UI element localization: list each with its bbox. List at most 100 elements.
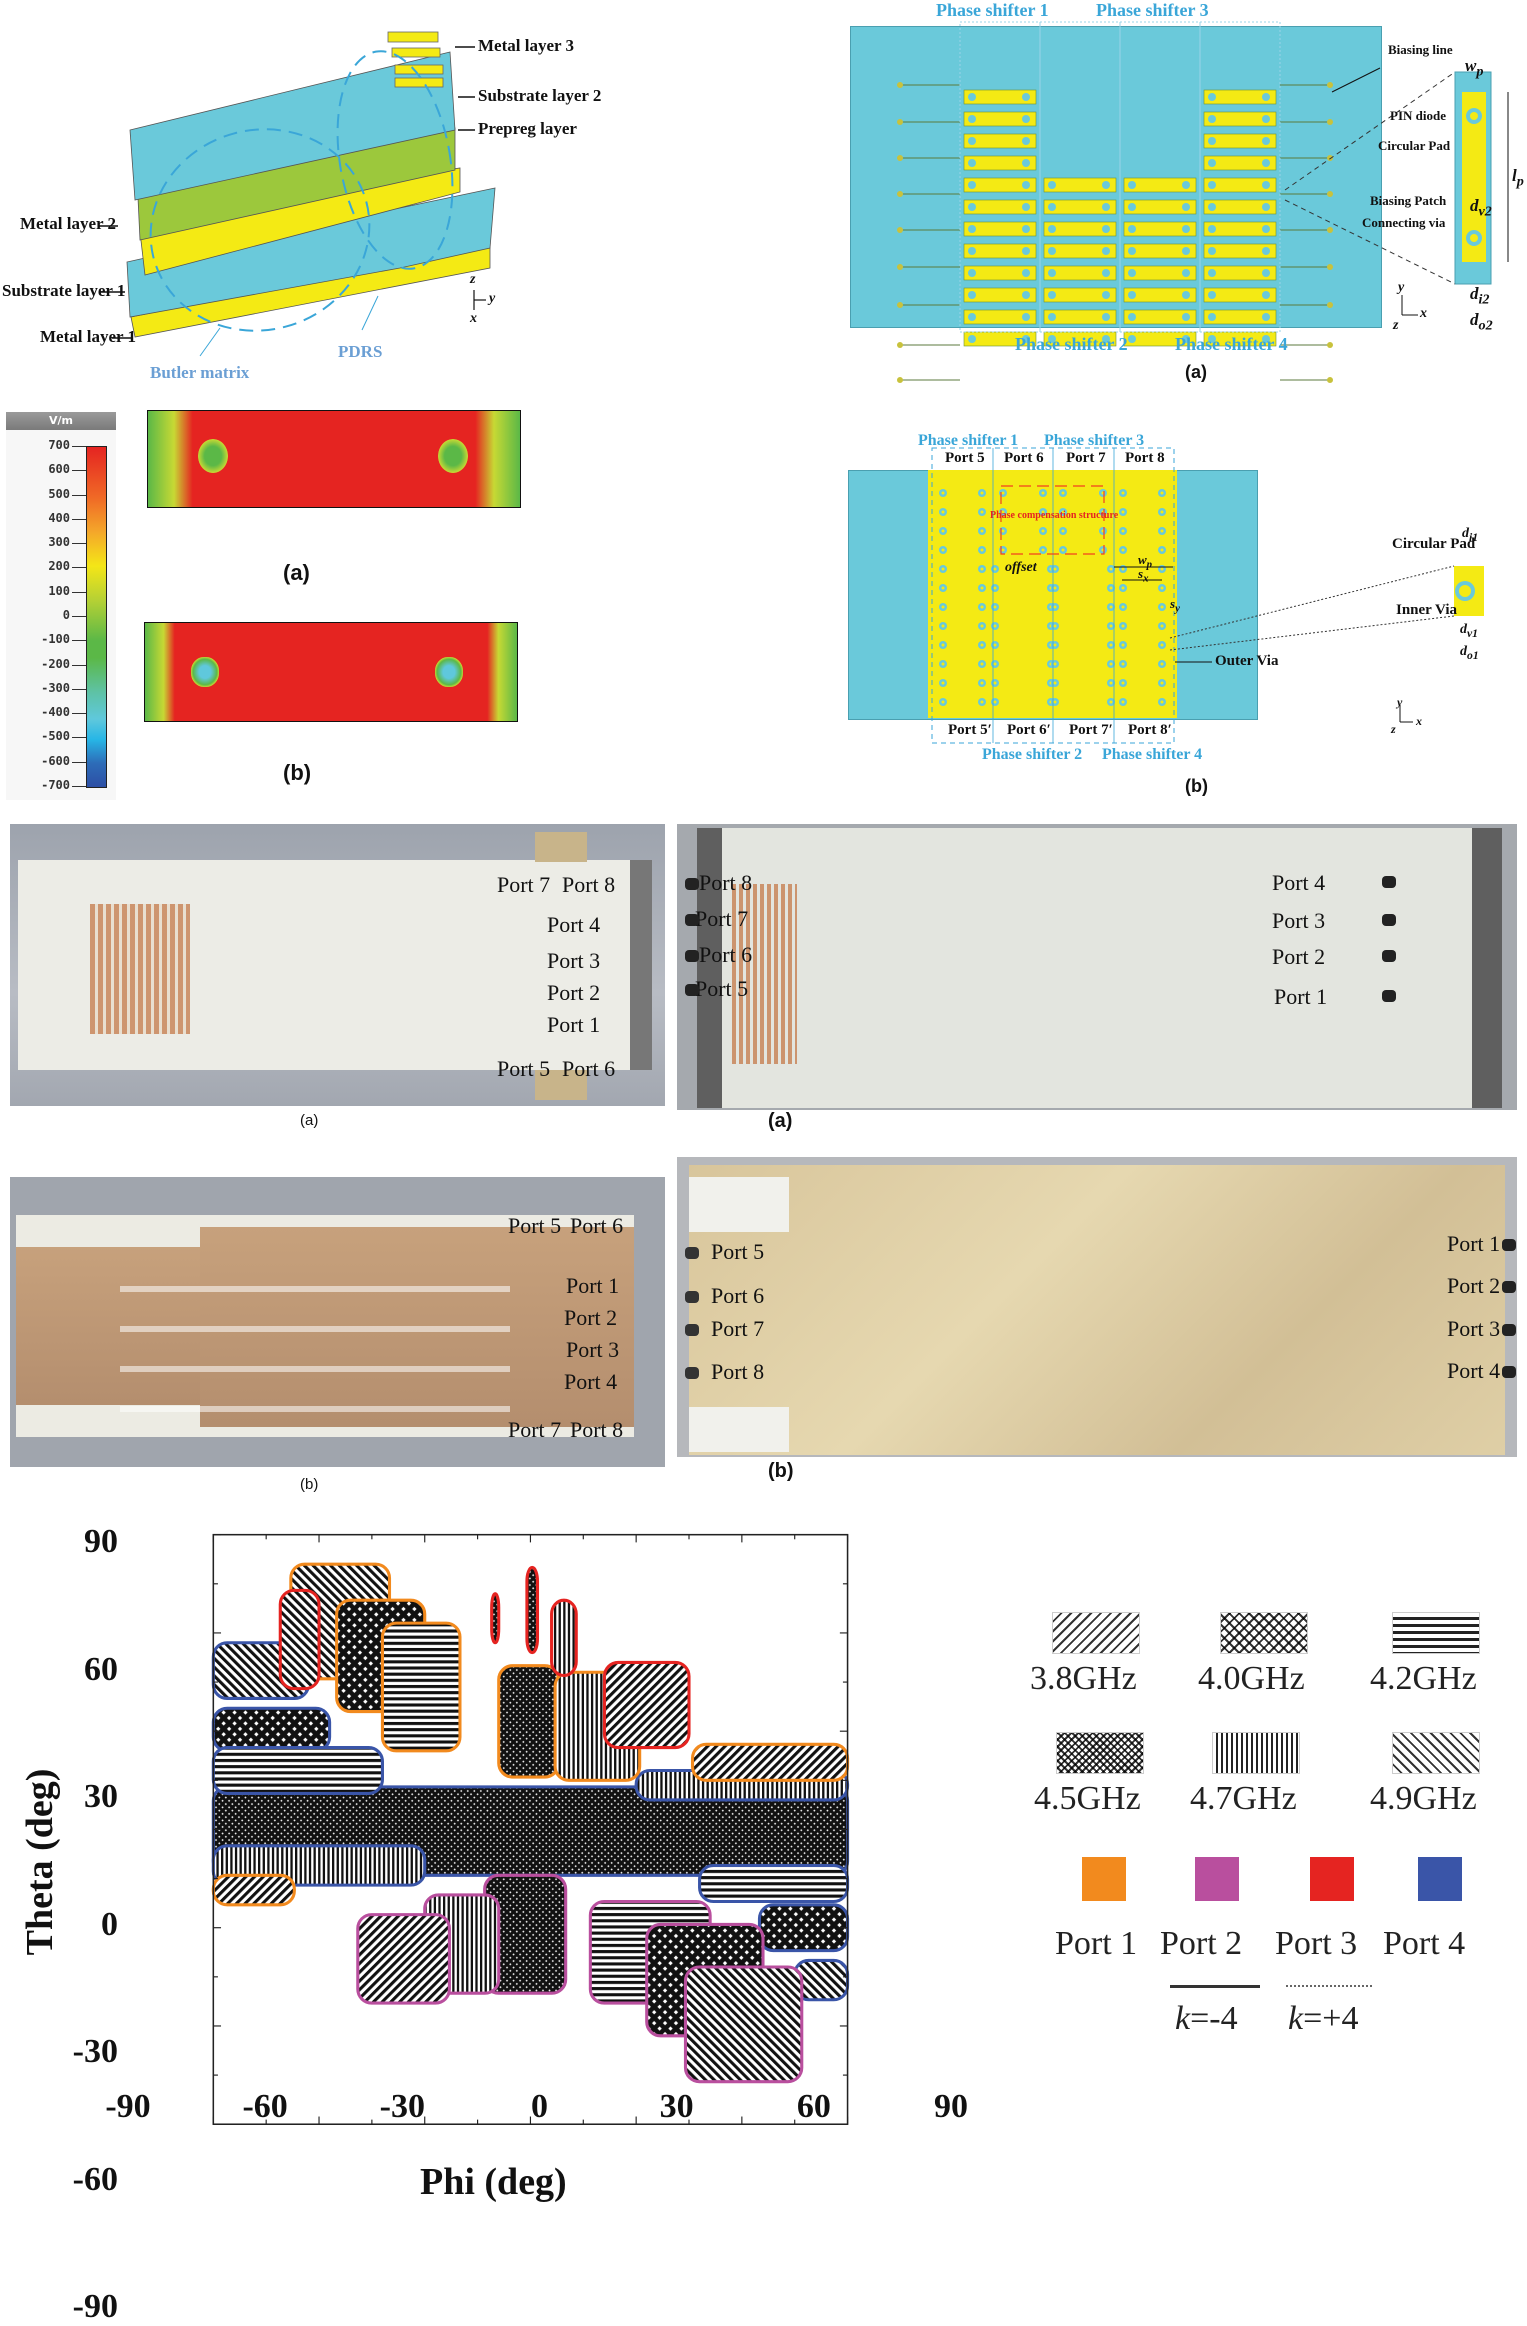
y-tick-label: 60 (84, 1650, 118, 1688)
port-label: Port 3 (1447, 1316, 1501, 1341)
y-tick-label: -30 (72, 2033, 118, 2070)
port-5-label: Port 5 (508, 1213, 562, 1238)
pattern-swatch-icon (1392, 1612, 1480, 1654)
port-7-label: Port 7 (497, 872, 551, 897)
port-8-label: Port 8 (570, 1417, 624, 1442)
colorbar-tick-mark (72, 786, 86, 787)
frequency-label: 3.8GHz (1030, 1660, 1137, 1697)
coverage-region (525, 1565, 540, 1655)
port-6-label: Port 6 (570, 1213, 624, 1238)
port-label: Port 4 (1272, 870, 1326, 895)
y-axis-label: Theta (deg) (19, 1768, 61, 1956)
colorbar-tick-mark (72, 713, 86, 715)
phase-shifter-bottom-view-b: Phase shifter 1 Phase shifter 3 Phase sh… (840, 400, 1527, 800)
coverage-region (211, 1746, 384, 1795)
frequency-label: 4.0GHz (1198, 1660, 1305, 1697)
coverage-region (683, 1965, 804, 2084)
di2-dimension-label: di2 (1470, 284, 1490, 308)
sma-connector-icon (1382, 950, 1396, 962)
x-tick-label: 60 (796, 2088, 831, 2125)
biasing-patch-label: Biasing Patch (1370, 193, 1447, 208)
dc-bias-area-bottom (689, 1407, 789, 1452)
pattern-swatch-icon (1052, 1612, 1140, 1654)
x-tick-label: -90 (105, 2088, 151, 2125)
port-label: Port 1 (1447, 1231, 1501, 1256)
colorbar-tick-label: 0 (62, 608, 70, 622)
prototype-photo-bottom-b: Port 5 Port 6 Port 1 Port 2 Port 3 Port … (10, 1177, 665, 1467)
sma-connector-icon (1382, 876, 1396, 888)
outer-via-label: Outer Via (1215, 653, 1279, 669)
y-tick-label: -60 (72, 2160, 118, 2198)
sma-connector-icon (1502, 1281, 1516, 1293)
axis-y-label: y (489, 291, 496, 306)
field-hotspot-right (435, 657, 463, 687)
layer-stack-drawing (98, 31, 496, 357)
sma-connector-icon (685, 878, 699, 890)
lp-dimension-label: lp (1512, 166, 1524, 190)
substrate-layer-1-label: Substrate layer 1 (2, 281, 126, 300)
phase-shifter-pattern (732, 884, 797, 1064)
port-label: Port 7 (711, 1316, 765, 1341)
port-label: Port 8 (711, 1359, 765, 1384)
colorbar-tick-mark (72, 640, 86, 642)
field-hotspot-right (438, 439, 468, 473)
port-label: Port 6′ (1007, 722, 1051, 738)
metal-frame-left (697, 828, 722, 1108)
field-map-a (147, 410, 521, 508)
colorbar-tick-mark (72, 688, 86, 690)
photo-caption-top-right: (a) (768, 1110, 793, 1132)
colorbar-tick-mark (72, 494, 86, 496)
biasing-line-label: Biasing line (1388, 42, 1453, 57)
x-tick-label: 90 (934, 2088, 968, 2125)
port-label: Port 7 (695, 906, 749, 931)
dc-bias-area-top (689, 1177, 789, 1232)
x-tick-label: -30 (379, 2088, 425, 2125)
metal-layer-2-label: Metal layer 2 (20, 214, 116, 233)
ground-plane (928, 470, 1177, 718)
x-tick-label: 0 (531, 2088, 548, 2125)
phase-shifter-3-label: Phase shifter 3 (1096, 0, 1209, 20)
port-label: Port 4 (1383, 1925, 1466, 1962)
prototype-photo-top-a: Port 7 Port 8 Port 4 Port 3 Port 2 Port … (10, 824, 665, 1106)
port-label: Port 3 (1275, 1925, 1358, 1962)
colorbar-tick-mark (72, 567, 86, 569)
photo-caption-bottom-left: (b) (300, 1476, 319, 1493)
wp-dimension-label: wp (1465, 56, 1484, 80)
colorbar-tick-label: 700 (48, 438, 70, 452)
coverage-region (698, 1863, 850, 1904)
colorbar-tick-mark (72, 737, 86, 739)
phase-shifter-grid-drawing (897, 21, 1509, 383)
port-label: Port 5 (945, 450, 985, 466)
circular-pad-label: Circular Pad (1392, 536, 1476, 552)
colorbar-tick-label: -400 (41, 705, 70, 720)
sma-connector-icon (1502, 1366, 1516, 1378)
sma-connector-icon (1382, 914, 1396, 926)
port-color-swatch (1418, 1857, 1462, 1901)
field-hotspot-left (198, 439, 228, 473)
phase-shifter-1-label: Phase shifter 1 (918, 432, 1019, 449)
y-tick-label: 90 (84, 1523, 118, 1560)
port-label: Port 8 (1125, 450, 1165, 466)
coverage-region (602, 1660, 691, 1750)
offset-label: offset (1005, 560, 1037, 575)
pattern-swatch-icon (1056, 1732, 1144, 1774)
port-7-label: Port 7 (508, 1417, 562, 1442)
frequency-label: 4.5GHz (1034, 1780, 1141, 1817)
port-4-label: Port 4 (564, 1369, 618, 1394)
sma-connector-icon (685, 914, 699, 926)
do1-dimension-label: do1 (1460, 644, 1479, 662)
axis-y-label: y (1398, 280, 1405, 295)
port-label: Port 1 (1055, 1925, 1138, 1962)
via-grid-drawing (931, 447, 1484, 744)
port-label: Port 1 (1274, 984, 1328, 1009)
pattern-swatch-icon (1212, 1732, 1300, 1774)
port-label: Port 8 (699, 870, 753, 895)
port-label: Port 2 (1272, 944, 1326, 969)
colorbar-tick-mark (72, 616, 86, 617)
circular-pad-label: Circular Pad (1378, 138, 1451, 153)
sma-connector-icon (685, 950, 699, 962)
phase-shifter-pattern (90, 904, 190, 1034)
